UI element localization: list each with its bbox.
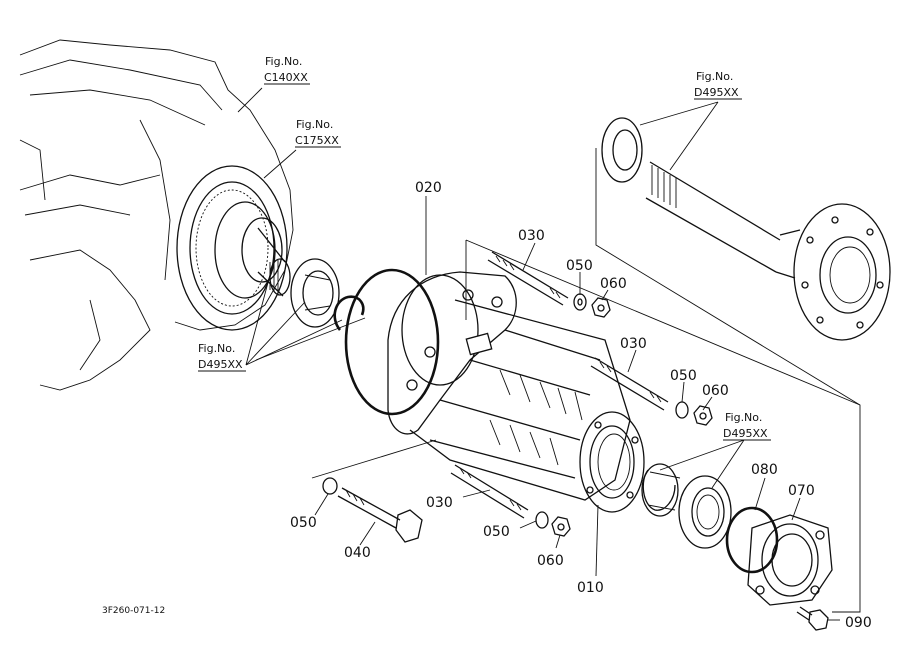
part-label-060-low: 060	[537, 553, 564, 569]
drawing-code: 3F260-071-12	[102, 606, 165, 616]
part-label-050-mid: 050	[670, 368, 697, 384]
part-label-060-mid: 060	[702, 383, 729, 399]
left-bearing	[290, 258, 340, 328]
fig-c140-code: C140XX	[264, 71, 308, 84]
fig-c175-label: Fig.No.	[296, 118, 333, 131]
o-ring-080	[725, 506, 779, 574]
part-number-labels: 020 030 050 060 030 050 060 030 050 050 …	[290, 180, 872, 631]
fig-d495-left-label: Fig.No.	[198, 342, 235, 355]
fig-c140-label: Fig.No.	[265, 55, 302, 68]
transmission-case	[19, 39, 294, 391]
part-label-050-left: 050	[290, 515, 317, 531]
axle-shaft	[601, 117, 891, 341]
washer-050-mid	[675, 401, 689, 419]
o-ring-020	[344, 268, 440, 416]
nut-060-mid	[693, 405, 713, 426]
bearing-cup-right	[641, 463, 681, 517]
part-label-030-mid: 030	[620, 336, 647, 352]
part-label-030-low: 030	[426, 495, 453, 511]
washer-050-low	[535, 511, 549, 529]
part-label-060-top: 060	[600, 276, 627, 292]
fig-d495-mid-label: Fig.No.	[725, 411, 762, 424]
figure-reference-labels: Fig.No. C140XX Fig.No. C175XX Fig.No. D4…	[198, 55, 771, 441]
part-label-050-top: 050	[566, 258, 593, 274]
part-label-050-low: 050	[483, 524, 510, 540]
stud-030-top	[487, 251, 569, 306]
part-label-010: 010	[577, 580, 604, 596]
fig-d495-left-code: D495XX	[198, 358, 243, 371]
washer-050-top	[573, 293, 587, 311]
axle-housing-010	[387, 271, 645, 513]
cover-070	[747, 514, 833, 606]
fig-d495-mid-code: D495XX	[723, 427, 768, 440]
part-label-070: 070	[788, 483, 815, 499]
fig-d495-top-label: Fig.No.	[696, 70, 733, 83]
fig-d495-top-code: D495XX	[694, 86, 739, 99]
part-label-040: 040	[344, 545, 371, 561]
bolt-040	[337, 487, 423, 543]
stud-030-low	[450, 464, 529, 519]
nut-060-low	[551, 516, 571, 537]
leader-lines	[237, 87, 861, 621]
fig-c175-code: C175XX	[295, 134, 339, 147]
part-label-080: 080	[751, 462, 778, 478]
snap-ring-left	[333, 295, 365, 331]
nut-060-top	[591, 297, 611, 318]
part-label-090: 090	[845, 615, 872, 631]
washer-050-left	[322, 477, 338, 495]
part-label-020: 020	[415, 180, 442, 196]
bearing-seal-right	[678, 475, 732, 549]
stud-030-mid	[590, 357, 669, 411]
part-label-030-top: 030	[518, 228, 545, 244]
bolt-090	[796, 606, 829, 631]
